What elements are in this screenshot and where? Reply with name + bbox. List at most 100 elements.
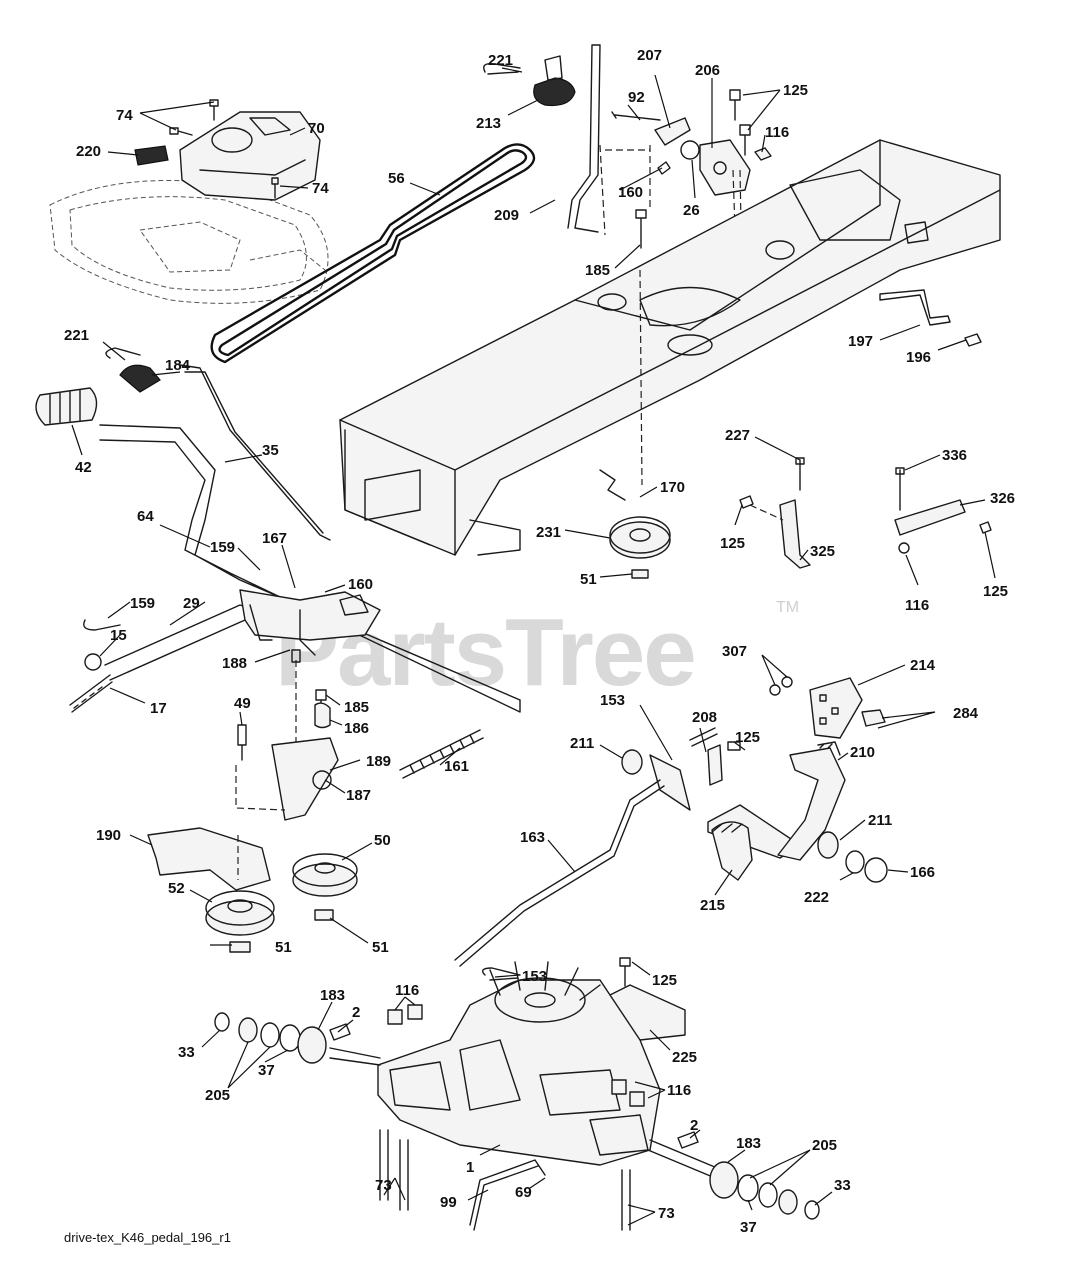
callout-17: 17 xyxy=(150,700,167,717)
callout-307: 307 xyxy=(722,643,747,660)
callout-70: 70 xyxy=(308,120,325,137)
callout-183a: 183 xyxy=(320,987,345,1004)
drive-belt-part xyxy=(210,143,536,364)
callout-153a: 153 xyxy=(600,692,625,709)
callout-116b: 116 xyxy=(905,597,929,614)
pedal-assembly-part xyxy=(621,727,888,883)
watermark-trademark: TM xyxy=(776,599,799,616)
callout-206: 206 xyxy=(695,62,720,79)
leader-lines xyxy=(71,67,996,1226)
callout-51b: 51 xyxy=(372,939,389,956)
callout-189: 189 xyxy=(366,753,391,770)
axle-right-parts xyxy=(611,1079,820,1220)
rod-163-part xyxy=(454,779,665,967)
callout-220: 220 xyxy=(76,143,101,160)
callout-37a: 37 xyxy=(258,1062,275,1079)
callout-33b: 33 xyxy=(834,1177,851,1194)
drawing-id-footer: drive-tex_K46_pedal_196_r1 xyxy=(64,1230,231,1245)
callout-2a: 2 xyxy=(352,1004,360,1021)
idler-bracket-189-part xyxy=(237,689,339,821)
assembly-dashes-49 xyxy=(235,765,286,811)
callout-26: 26 xyxy=(683,202,700,219)
belt-guard-190-part xyxy=(147,827,271,891)
callout-227: 227 xyxy=(725,427,750,444)
callout-185a: 185 xyxy=(585,262,610,279)
bolt-185-part xyxy=(635,209,647,249)
seat-ghost-outline xyxy=(49,180,329,304)
callout-51c: 51 xyxy=(580,571,597,588)
callout-210: 210 xyxy=(850,744,875,761)
callout-92: 92 xyxy=(628,89,645,106)
callout-231: 231 xyxy=(536,524,561,541)
callout-205b: 205 xyxy=(812,1137,837,1154)
knob-part xyxy=(533,55,576,107)
callout-183b: 183 xyxy=(736,1135,761,1152)
pulley-231-part xyxy=(599,469,671,579)
callout-125c: 125 xyxy=(983,583,1008,600)
callout-284: 284 xyxy=(953,705,979,722)
callout-15: 15 xyxy=(110,627,127,644)
bolts-73-right-part xyxy=(621,1169,631,1231)
assembly-dashes-185 xyxy=(639,269,643,486)
rod-99-part xyxy=(469,1159,546,1231)
cable-35-part xyxy=(179,364,331,541)
pin-188-part xyxy=(291,649,301,663)
screw-74-parts xyxy=(169,99,279,199)
lever-rod-part xyxy=(567,44,601,233)
callout-221b: 221 xyxy=(64,327,89,344)
clip-159-part xyxy=(83,619,121,631)
pulley-50-part xyxy=(292,853,358,921)
callout-74a: 74 xyxy=(116,107,133,124)
callout-125a: 125 xyxy=(783,82,808,99)
shift-rod-64-part xyxy=(99,424,521,713)
assembly-dashes-top xyxy=(599,144,651,236)
callout-186: 186 xyxy=(344,720,369,737)
decal-part xyxy=(134,145,169,166)
callout-222: 222 xyxy=(804,889,829,906)
callout-73a: 73 xyxy=(375,1177,392,1194)
bracket-326-part xyxy=(894,467,992,554)
callout-336: 336 xyxy=(942,447,967,464)
clip-153b-part xyxy=(482,967,521,981)
knob-184-part xyxy=(119,364,161,393)
callout-116a: 116 xyxy=(765,124,789,141)
callout-73b: 73 xyxy=(658,1205,675,1222)
callout-170: 170 xyxy=(660,479,685,496)
callout-35: 35 xyxy=(262,442,279,459)
callout-33a: 33 xyxy=(178,1044,195,1061)
callout-125b: 125 xyxy=(720,535,745,552)
callout-167: 167 xyxy=(262,530,287,547)
spring-161-part xyxy=(399,729,484,779)
callout-49: 49 xyxy=(234,695,251,712)
callout-211b: 211 xyxy=(868,812,892,829)
callout-37b: 37 xyxy=(740,1219,757,1236)
callout-208: 208 xyxy=(692,709,717,726)
callout-196: 196 xyxy=(906,349,931,366)
pulley-52-part xyxy=(205,890,275,953)
callout-160b: 160 xyxy=(348,576,373,593)
callout-64: 64 xyxy=(137,508,154,525)
axle-left-parts xyxy=(214,1004,423,1064)
transaxle-1-part xyxy=(329,961,723,1181)
clip-221-part xyxy=(483,62,521,75)
callout-184: 184 xyxy=(165,357,191,374)
callout-209: 209 xyxy=(494,207,519,224)
callout-99: 99 xyxy=(440,1194,457,1211)
callout-160a: 160 xyxy=(618,184,643,201)
callout-326: 326 xyxy=(990,490,1015,507)
callout-42: 42 xyxy=(75,459,92,476)
bolts-73-left-part xyxy=(379,1129,409,1211)
callout-125d: 125 xyxy=(735,729,760,746)
callout-51a: 51 xyxy=(275,939,292,956)
callout-166: 166 xyxy=(910,864,935,881)
callout-50: 50 xyxy=(374,832,391,849)
callout-197: 197 xyxy=(848,333,873,350)
callout-74b: 74 xyxy=(312,180,329,197)
callout-185b: 185 xyxy=(344,699,369,716)
callout-188: 188 xyxy=(222,655,247,672)
callout-163: 163 xyxy=(520,829,545,846)
callout-161: 161 xyxy=(444,758,469,775)
callout-116d: 116 xyxy=(667,1082,691,1099)
pedal-plate-214-part xyxy=(769,676,886,739)
